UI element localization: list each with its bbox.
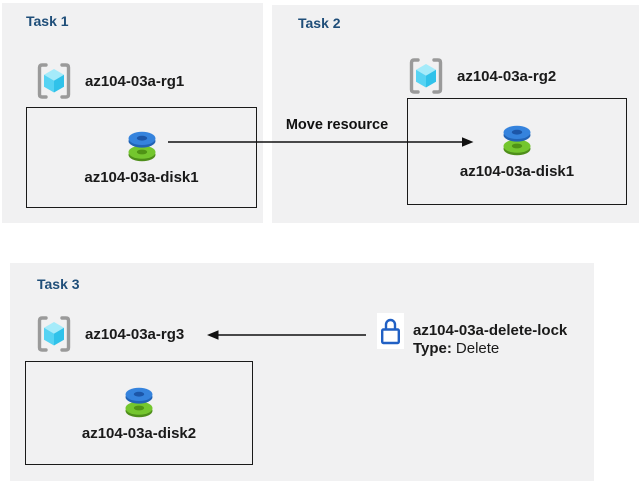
delete-lock-icon-box <box>377 313 404 349</box>
task3-panel: Task 3 az104-03a-rg3 az104-03a-disk2 <box>10 263 594 481</box>
move-resource-label: Move resource <box>285 117 389 133</box>
task2-panel: Task 2 az104-03a-rg2 az104-03a-disk1 <box>272 5 639 223</box>
disk-label: az104-03a-disk1 <box>84 169 199 186</box>
task3-title: Task 3 <box>37 276 80 292</box>
delete-lock-icon <box>380 318 401 345</box>
managed-disk-icon <box>503 125 531 156</box>
task1-resource-group: az104-03a-rg1 <box>35 62 184 100</box>
resource-group-icon <box>409 58 443 94</box>
resource-group-label: az104-03a-rg3 <box>85 325 185 343</box>
task1-title: Task 1 <box>26 13 69 29</box>
delete-lock-type-label: Type: <box>413 340 452 357</box>
delete-lock-annotation: az104-03a-delete-lock Type:Delete <box>413 322 567 358</box>
task2-resource-box: az104-03a-disk1 <box>407 98 627 205</box>
task2-title: Task 2 <box>298 15 341 31</box>
managed-disk-icon <box>125 387 153 417</box>
task3-resource-group: az104-03a-rg3 <box>35 315 184 353</box>
delete-lock-name: az104-03a-delete-lock <box>413 322 568 339</box>
delete-lock-type-value: Delete <box>455 340 500 357</box>
resource-group-label: az104-03a-rg1 <box>85 72 185 90</box>
task3-resource-box: az104-03a-disk2 <box>25 361 253 465</box>
task1-panel: Task 1 az104-03a-rg1 az104-03a-disk1 <box>2 3 263 223</box>
delete-lock-arrow <box>207 330 366 340</box>
move-resource-arrow <box>168 137 474 147</box>
managed-disk-icon <box>128 131 155 162</box>
resource-group-icon <box>37 63 71 99</box>
disk-label: az104-03a-disk2 <box>81 424 197 442</box>
disk-label: az104-03a-disk1 <box>459 163 575 180</box>
task2-resource-group: az104-03a-rg2 <box>407 57 556 95</box>
resource-group-label: az104-03a-rg2 <box>457 67 557 85</box>
resource-group-icon <box>37 316 71 352</box>
delete-lock-type: Type:Delete <box>413 340 567 358</box>
task1-resource-box: az104-03a-disk1 <box>26 107 257 208</box>
